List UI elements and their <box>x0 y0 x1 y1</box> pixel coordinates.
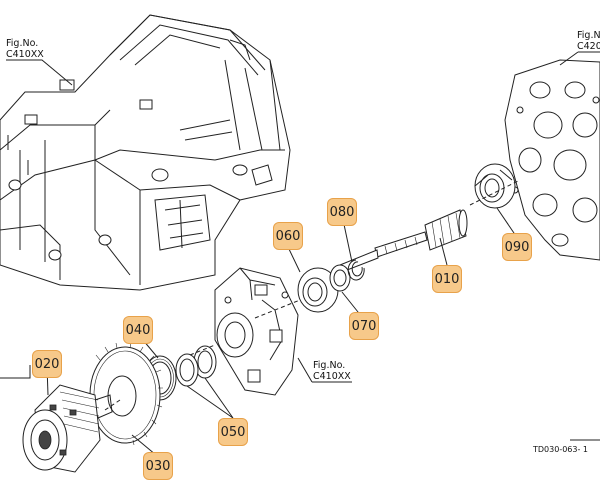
fig-ref-line2: C420 <box>577 41 600 52</box>
document-code: TD030-063- 1 <box>533 445 588 454</box>
part-label-060[interactable]: 060 <box>273 222 303 250</box>
assembly-axis-lines <box>104 179 521 411</box>
part-label-080[interactable]: 080 <box>327 198 357 226</box>
gear-030-drawing <box>89 342 163 446</box>
fig-ref-line1: Fig.No. <box>313 360 346 371</box>
clutch-020-drawing <box>22 384 113 473</box>
part-label-090[interactable]: 090 <box>502 233 532 261</box>
fig-ref-line1: Fig.N <box>577 30 600 41</box>
center-housing-drawing <box>214 267 299 396</box>
bearing-060-drawing <box>297 267 339 313</box>
washers-050-drawing <box>175 345 217 387</box>
part-label-010[interactable]: 010 <box>432 265 462 293</box>
part-label-070[interactable]: 070 <box>349 312 379 340</box>
part-label-020[interactable]: 020 <box>32 350 62 378</box>
shaft-drawing <box>337 209 468 274</box>
washer-070-drawing <box>329 264 351 292</box>
part-label-040[interactable]: 040 <box>123 316 153 344</box>
fig-ref-c420-right[interactable]: Fig.N C420 <box>577 30 600 52</box>
fig-ref-c410xx-lower[interactable]: Fig.No. C410XX <box>313 360 351 382</box>
fig-ref-line2: C410XX <box>313 371 351 382</box>
front-housing-drawing <box>504 59 600 261</box>
part-label-050[interactable]: 050 <box>218 418 248 446</box>
part-label-030[interactable]: 030 <box>143 452 173 480</box>
snap-ring-080-drawing <box>347 259 365 281</box>
fig-ref-c410xx-upper[interactable]: Fig.No. C410XX <box>6 38 44 60</box>
fig-ref-line1: Fig.No. <box>6 38 39 49</box>
transmission-case-drawing <box>0 14 291 291</box>
fig-ref-line2: C410XX <box>6 49 44 60</box>
